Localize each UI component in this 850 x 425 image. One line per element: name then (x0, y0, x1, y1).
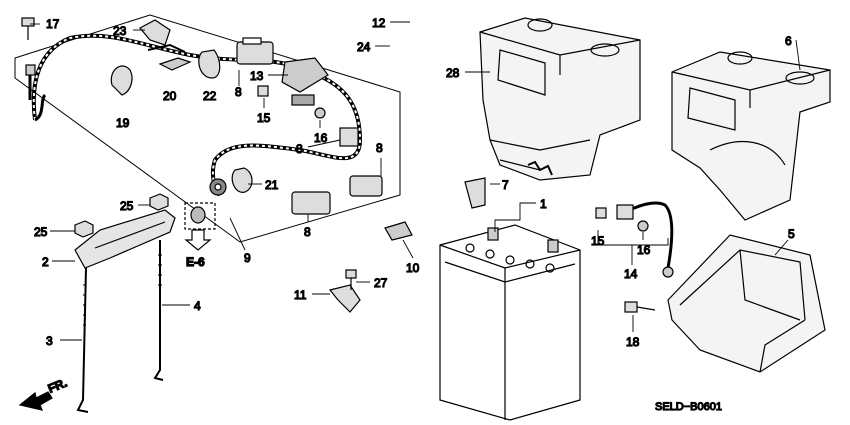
hold-down-bracket (74, 209, 176, 269)
fuse-box-top (236, 41, 274, 65)
callout-8-top: 8 (235, 85, 242, 99)
e6-reference-arrow (184, 229, 212, 251)
nut-16-right (637, 220, 649, 232)
hold-down-rod-4 (153, 240, 164, 381)
callout-22: 22 (203, 89, 217, 103)
bolt-27 (345, 269, 357, 290)
screw-15-right (595, 207, 607, 219)
callout-17: 17 (46, 17, 60, 31)
callout-3: 3 (46, 334, 53, 348)
battery-1 (439, 224, 581, 421)
callout-11: 11 (294, 288, 307, 302)
hold-down-rod-3 (76, 267, 89, 413)
callout-21: 21 (265, 178, 279, 192)
clamp-21 (231, 167, 253, 193)
callout-6: 6 (785, 34, 792, 48)
battery-cable-harness (31, 33, 363, 197)
nut-16-left (314, 107, 326, 119)
callout-19: 19 (116, 116, 130, 130)
callout-9: 9 (244, 251, 251, 265)
callout-16-right: 16 (637, 243, 651, 257)
callout-10: 10 (406, 261, 420, 275)
callout-15-right: 15 (591, 234, 605, 248)
callout-8-right: 8 (376, 141, 383, 155)
callout-27: 27 (374, 276, 388, 290)
fuse-box-right (349, 175, 383, 197)
clip-20 (158, 57, 192, 71)
callout-25-left: 25 (34, 225, 48, 239)
clip-22 (198, 49, 221, 79)
fuse-block-13 (281, 57, 329, 93)
negative-cable-14 (624, 201, 674, 269)
callout-5: 5 (788, 227, 795, 241)
callout-8-mid: 8 (296, 142, 303, 156)
bolt-18 (624, 301, 656, 313)
nut-25-left (74, 220, 94, 238)
callout-1: 1 (540, 197, 547, 211)
callout-16-left: 16 (314, 131, 328, 145)
callout-4: 4 (194, 299, 201, 313)
callout-14: 14 (624, 267, 638, 281)
screw-15-left (257, 85, 269, 97)
bracket-11 (328, 284, 361, 313)
callout-8-bottom: 8 (304, 225, 311, 239)
ref-label-e6: E-6 (186, 255, 205, 269)
callout-28: 28 (446, 66, 460, 80)
diagram-code: SELD−B0601 (655, 401, 722, 413)
battery-tray-5 (667, 234, 826, 373)
front-direction-label: FR. (46, 376, 69, 396)
clamp-19 (110, 65, 133, 96)
bolt-17 (21, 17, 35, 40)
callout-24: 24 (357, 40, 371, 54)
callout-20: 20 (163, 89, 177, 103)
callout-13: 13 (250, 69, 264, 83)
callout-2: 2 (42, 255, 49, 269)
callout-15-left: 15 (257, 111, 271, 125)
terminal-cap-7 (464, 177, 486, 209)
callout-12: 12 (372, 16, 386, 30)
front-direction-arrow (18, 391, 53, 411)
callout-7: 7 (502, 178, 509, 192)
harness-kit-boundary (14, 14, 401, 243)
callout-23: 23 (113, 24, 127, 38)
callout-25-top: 25 (120, 199, 134, 213)
callout-18: 18 (626, 335, 640, 349)
plate-10 (384, 221, 413, 241)
fuse-box-bottom (291, 191, 331, 215)
nut-25-top (149, 193, 169, 211)
battery-cover-28 (479, 17, 641, 181)
clip-23 (139, 19, 171, 46)
